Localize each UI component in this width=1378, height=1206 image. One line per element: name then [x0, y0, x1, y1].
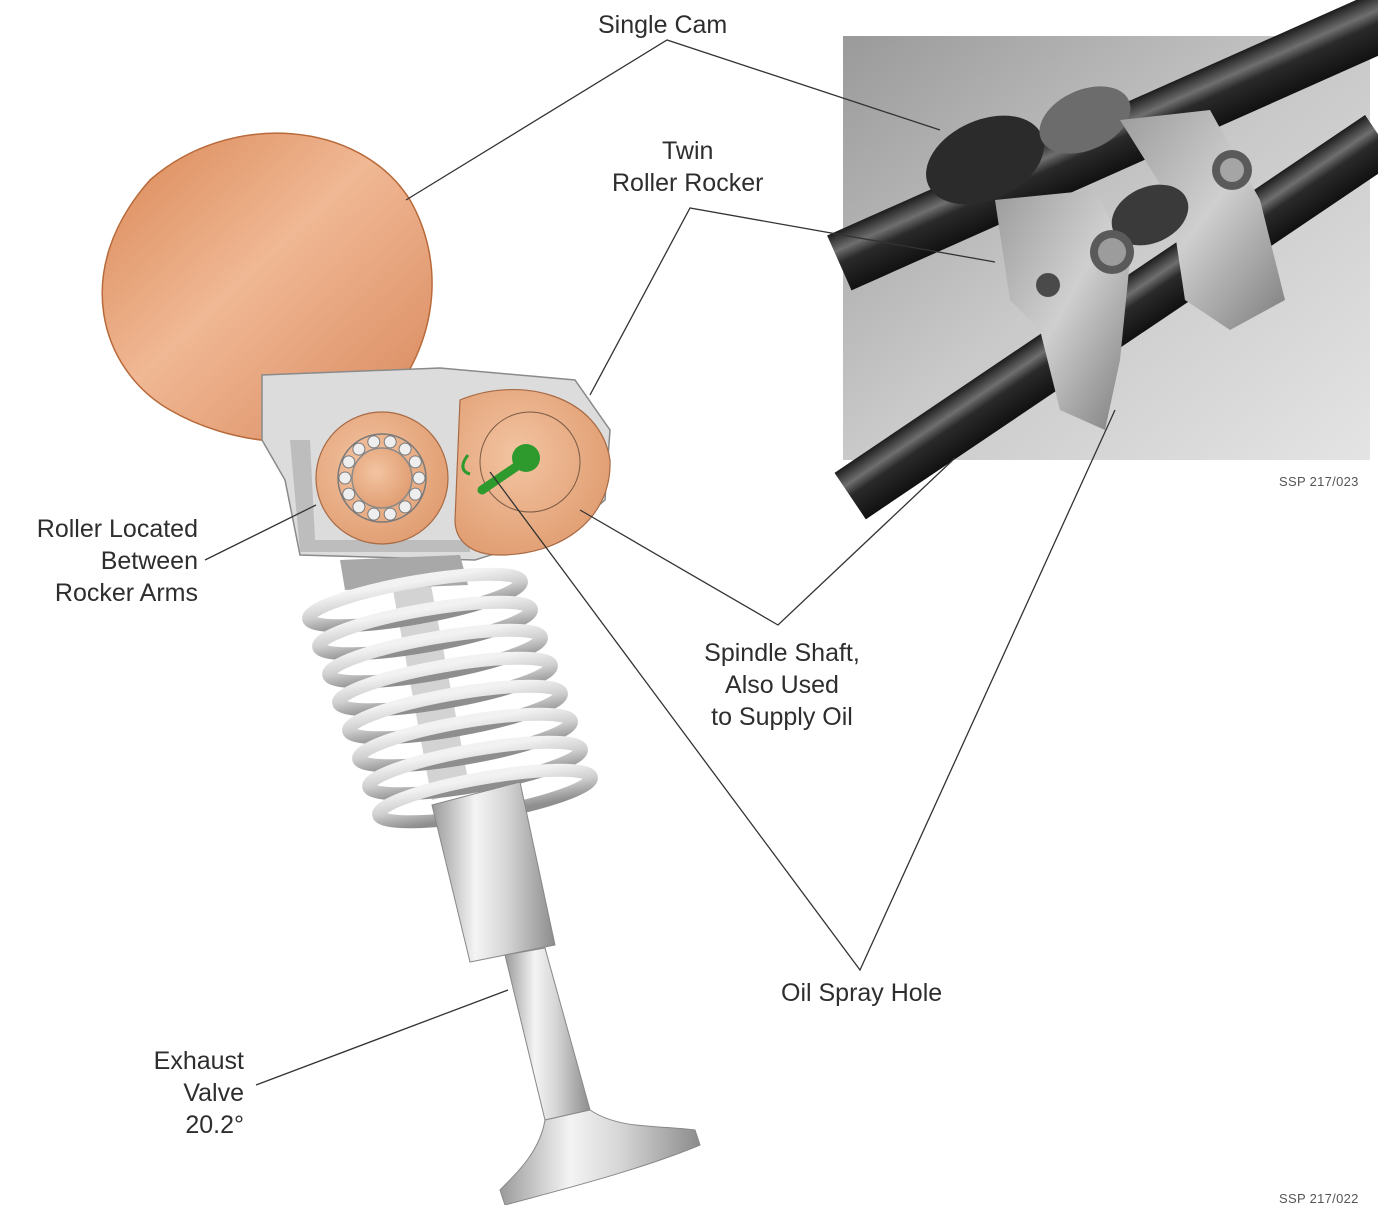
- label-single-cam: Single Cam: [598, 9, 727, 41]
- label-line: Spindle Shaft,: [697, 637, 867, 669]
- valve-spring: [306, 555, 595, 832]
- label-line: Valve: [130, 1077, 244, 1109]
- bearing-ball: [353, 501, 365, 513]
- bearing-ball: [343, 456, 355, 468]
- bearing-ball: [384, 508, 396, 520]
- figure-id-diagram: SSP 217/022: [1279, 1191, 1359, 1206]
- bearing-ball: [399, 501, 411, 513]
- label-line: Twin: [612, 135, 763, 167]
- label-oil-spray-hole: Oil Spray Hole: [781, 977, 942, 1009]
- twin-roller-rocker-body: [262, 368, 610, 560]
- label-roller-located: Roller Located Between Rocker Arms: [22, 513, 198, 609]
- bearing-ball: [409, 488, 421, 500]
- label-line: Roller Located: [22, 513, 198, 545]
- figure-id-photo: SSP 217/023: [1279, 474, 1359, 489]
- bearing-ball: [368, 436, 380, 448]
- bearing-ball: [384, 436, 396, 448]
- label-line: 20.2°: [130, 1109, 244, 1141]
- label-line: Exhaust: [130, 1045, 244, 1077]
- label-exhaust-valve: Exhaust Valve 20.2°: [130, 1045, 244, 1141]
- bearing-ball: [353, 443, 365, 455]
- label-line: Rocker Arms: [22, 577, 198, 609]
- label-spindle-shaft: Spindle Shaft, Also Used to Supply Oil: [697, 637, 867, 733]
- rocker-photo: [827, 0, 1378, 519]
- label-line: Also Used: [697, 669, 867, 701]
- label-line: Between: [22, 545, 198, 577]
- leader-exhaust-valve: [256, 990, 508, 1085]
- bearing-ball: [413, 472, 425, 484]
- bearing-ball: [399, 443, 411, 455]
- label-line: Roller Rocker: [612, 167, 763, 199]
- bearing-ball: [409, 456, 421, 468]
- bearing-ball: [339, 472, 351, 484]
- label-twin-roller-rocker: Twin Roller Rocker: [612, 135, 763, 199]
- bearing-ball: [343, 488, 355, 500]
- bearing-ball: [368, 508, 380, 520]
- exhaust-valve: [432, 782, 700, 1205]
- label-line: to Supply Oil: [697, 701, 867, 733]
